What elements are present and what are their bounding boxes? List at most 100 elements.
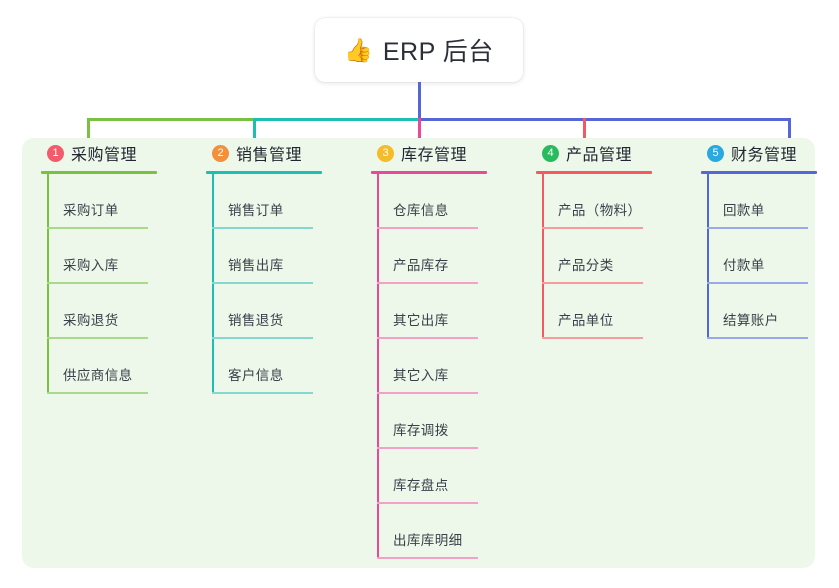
drop-connector-4	[583, 118, 586, 150]
branch-header-2[interactable]: 2 销售管理	[195, 138, 361, 168]
branch-item[interactable]: 其它出库	[360, 284, 526, 339]
branch-title-2: 销售管理	[236, 147, 303, 164]
branch-column-3: 3 库存管理 仓库信息产品库存其它出库其它入库库存调拨库存盘点出库库明细	[360, 138, 526, 559]
branch-item-label: 产品单位	[558, 313, 614, 328]
branch-spine-1	[47, 174, 49, 394]
branch-item[interactable]: 采购订单	[30, 174, 196, 229]
branch-header-5[interactable]: 5 财务管理	[690, 138, 839, 168]
bar-segment-teal	[253, 118, 419, 121]
branch-column-2: 2 销售管理 销售订单销售出库销售退货客户信息	[195, 138, 361, 394]
branch-item-label: 仓库信息	[393, 203, 449, 218]
drop-connector-3	[418, 118, 421, 150]
drop-connector-2	[253, 118, 256, 150]
branch-item-rule	[377, 447, 478, 449]
branch-rule-3	[371, 171, 487, 174]
branch-item-rule	[542, 282, 643, 284]
branch-item-label: 客户信息	[228, 368, 284, 383]
branch-item[interactable]: 仓库信息	[360, 174, 526, 229]
branch-title-1: 采购管理	[71, 147, 138, 164]
branch-item[interactable]: 销售出库	[195, 229, 361, 284]
branch-item[interactable]: 出库库明细	[360, 504, 526, 559]
branch-badge-3: 3	[377, 144, 394, 162]
bar-segment-blue	[418, 118, 790, 121]
branch-item[interactable]: 产品单位	[525, 284, 691, 339]
branch-rule-1	[41, 171, 157, 174]
branch-header-1[interactable]: 1 采购管理	[30, 138, 196, 168]
branch-header-3[interactable]: 3 库存管理	[360, 138, 526, 168]
branch-rule-2	[206, 171, 322, 174]
branch-items-5: 回款单付款单结算账户	[690, 174, 839, 339]
root-node-card[interactable]: 👍 ERP 后台	[315, 18, 523, 82]
branch-item[interactable]: 销售订单	[195, 174, 361, 229]
branch-item[interactable]: 产品库存	[360, 229, 526, 284]
branch-column-4: 4 产品管理 产品（物料） 产品分类产品单位	[525, 138, 691, 339]
branch-items-1: 采购订单采购入库采购退货供应商信息	[30, 174, 196, 394]
root-node-title: ERP 后台	[382, 38, 494, 66]
branch-item-rule	[542, 227, 643, 229]
root-stem-connector	[418, 82, 421, 120]
branch-spine-5	[707, 174, 709, 339]
branch-item-rule	[377, 557, 478, 559]
branch-rule-5	[701, 171, 817, 174]
branch-item[interactable]: 库存盘点	[360, 449, 526, 504]
branch-item-label: 供应商信息	[63, 368, 133, 383]
branch-badge-2: 2	[212, 144, 229, 162]
branch-item-rule	[47, 282, 148, 284]
branch-item-rule	[377, 502, 478, 504]
branch-item-label: 采购入库	[63, 258, 119, 273]
branch-badge-5: 5	[707, 144, 724, 162]
branch-spine-4	[542, 174, 544, 339]
branch-item-label: 销售出库	[228, 258, 284, 273]
branch-header-4[interactable]: 4 产品管理	[525, 138, 691, 168]
branch-item-rule	[377, 227, 478, 229]
branch-item[interactable]: 销售退货	[195, 284, 361, 339]
branch-item-rule	[707, 337, 808, 339]
branch-item-rule	[47, 392, 148, 394]
branch-title-3: 库存管理	[401, 147, 468, 164]
branch-item[interactable]: 付款单	[690, 229, 839, 284]
branch-item-rule	[707, 227, 808, 229]
branch-item-label: 库存盘点	[393, 478, 449, 493]
branch-item-rule	[377, 282, 478, 284]
branch-item-label: 库存调拨	[393, 423, 449, 438]
branch-items-3: 仓库信息产品库存其它出库其它入库库存调拨库存盘点出库库明细	[360, 174, 526, 559]
branch-item-rule	[212, 337, 313, 339]
branch-item-label: 采购订单	[63, 203, 119, 218]
branch-item-label: 产品库存	[393, 258, 449, 273]
branch-badge-4: 4	[542, 144, 559, 162]
branch-item[interactable]: 结算账户	[690, 284, 839, 339]
branch-item-rule	[212, 282, 313, 284]
branch-spine-3	[377, 174, 379, 559]
branches-panel: 1 采购管理 采购订单采购入库采购退货供应商信息 2 销售管理 销售订单销售出库…	[22, 138, 817, 568]
branch-item-rule	[377, 337, 478, 339]
branch-item-rule	[707, 282, 808, 284]
branch-item[interactable]: 其它入库	[360, 339, 526, 394]
branch-item-label: 出库库明细	[393, 533, 463, 548]
thumbs-up-icon: 👍	[344, 36, 373, 63]
drop-connector-5	[788, 118, 791, 150]
branch-item[interactable]: 客户信息	[195, 339, 361, 394]
branch-item-label: 回款单	[723, 203, 765, 218]
branch-item-label: 其它出库	[393, 313, 449, 328]
branch-badge-1: 1	[47, 144, 64, 162]
branch-item[interactable]: 库存调拨	[360, 394, 526, 449]
branch-item-rule	[47, 337, 148, 339]
branch-item-label: 其它入库	[393, 368, 449, 383]
branch-title-5: 财务管理	[731, 147, 798, 164]
branch-item[interactable]: 供应商信息	[30, 339, 196, 394]
branch-item-label: 产品（物料）	[558, 203, 642, 218]
branch-item-label: 销售退货	[228, 313, 284, 328]
branch-item[interactable]: 回款单	[690, 174, 839, 229]
branch-item[interactable]: 采购入库	[30, 229, 196, 284]
branch-spine-2	[212, 174, 214, 394]
branch-item-label: 付款单	[723, 258, 765, 273]
branch-item[interactable]: 产品分类	[525, 229, 691, 284]
branch-item[interactable]: 产品（物料）	[525, 174, 691, 229]
branch-title-4: 产品管理	[566, 147, 633, 164]
branch-item[interactable]: 采购退货	[30, 284, 196, 339]
bar-segment-green	[87, 118, 254, 121]
branch-column-1: 1 采购管理 采购订单采购入库采购退货供应商信息	[30, 138, 196, 394]
branch-column-5: 5 财务管理 回款单付款单结算账户	[690, 138, 839, 339]
branch-rule-4	[536, 171, 652, 174]
